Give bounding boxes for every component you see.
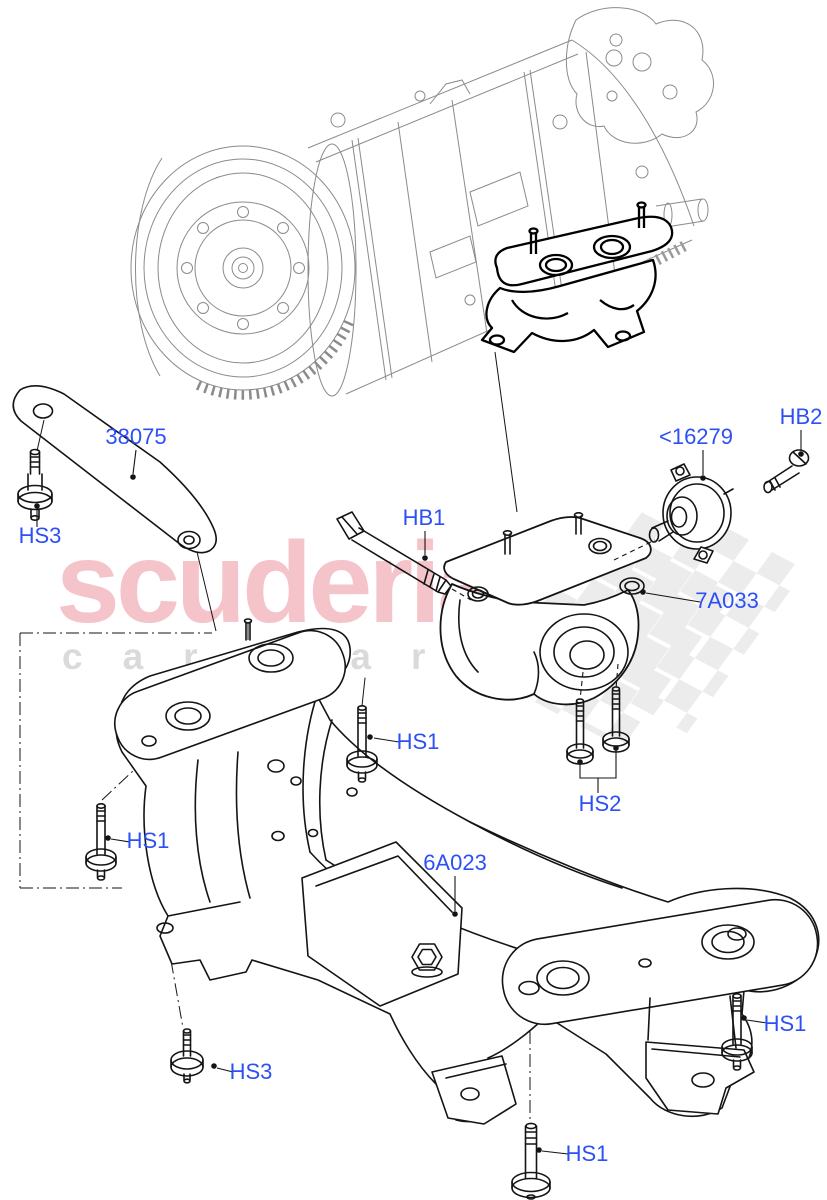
crossmember-pointer-line — [494, 351, 518, 513]
damper-16279 — [648, 463, 734, 564]
mount-7a033 — [439, 511, 656, 706]
stud-hs3-lower — [170, 1028, 204, 1084]
part-label-hs3-upper: HS3 — [19, 523, 62, 548]
subframe-6a023 — [114, 618, 820, 1125]
part-label-hs1-bottom: HS1 — [566, 1141, 609, 1166]
bolt-hb2 — [763, 449, 810, 494]
part-labels: 38075HS3HB1HB2<162797A033HS1HS2HS16A023H… — [19, 404, 823, 1166]
part-label-hs1-right: HS1 — [764, 1011, 807, 1036]
part-label-hs2: HS2 — [579, 791, 622, 816]
part-label-hb1: HB1 — [403, 505, 446, 530]
part-label-38075: 38075 — [105, 424, 166, 449]
part-label-6a023: 6A023 — [423, 850, 487, 875]
bolt-hs1-mid — [346, 677, 378, 783]
watermark-brand: scuderia — [56, 519, 501, 647]
bolt-hs1-left — [85, 802, 117, 881]
part-label-16279: <16279 — [659, 424, 733, 449]
transmission-crossmember-highlight — [480, 201, 674, 354]
part-label-hs1-mid: HS1 — [397, 729, 440, 754]
bolt-hb1 — [336, 511, 452, 595]
part-label-hs3-lower: HS3 — [230, 1059, 273, 1084]
strut-rod-38075 — [12, 385, 249, 640]
bolt-hs1-right — [721, 992, 753, 1071]
part-label-hb2: HB2 — [780, 404, 823, 429]
bolt-hs3-upper — [17, 448, 53, 521]
transmission-illustration — [130, 7, 714, 400]
bolt-hs1-bottom — [511, 1122, 551, 1200]
part-label-7a033: 7A033 — [695, 588, 759, 613]
part-label-hs1-left: HS1 — [127, 828, 170, 853]
studs-hs2 — [566, 686, 630, 765]
